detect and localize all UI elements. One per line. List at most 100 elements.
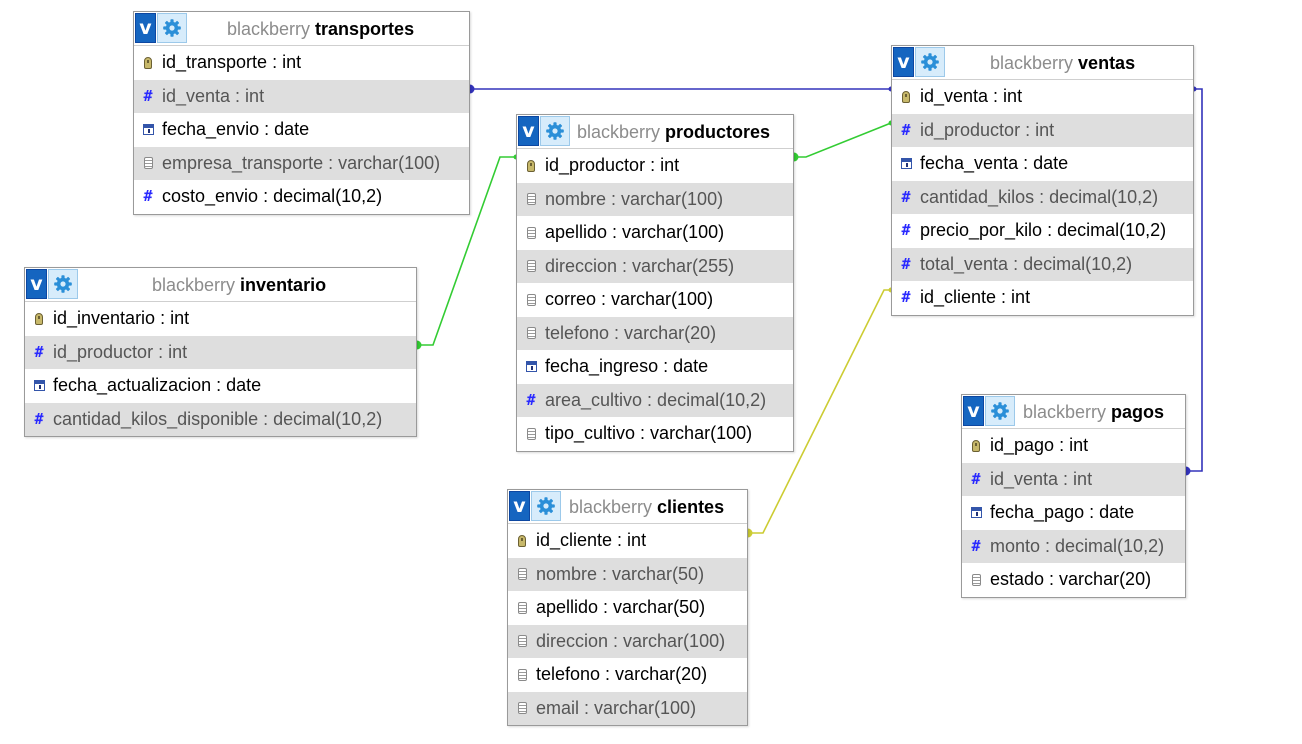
numeric-icon: # (143, 187, 153, 206)
column-label: correo : varchar(100) (545, 289, 714, 310)
table-pagos[interactable]: v blackberry pagos id_pago : int #id_vent… (961, 394, 1186, 598)
table-header[interactable]: v blackberry clientes (508, 490, 747, 524)
column-label: direccion : varchar(100) (536, 630, 726, 651)
column-label: telefono : varchar(20) (545, 322, 717, 343)
column-label: costo_envio : decimal(10,2) (162, 186, 383, 207)
v-icon[interactable]: v (26, 269, 47, 299)
column-row[interactable]: # costo_envio : decimal(10,2) (134, 180, 469, 214)
column-label: monto : decimal(10,2) (990, 535, 1165, 556)
date-icon (32, 378, 46, 394)
gear-icon[interactable] (540, 116, 570, 146)
column-row[interactable]: # total_venta : decimal(10,2) (892, 247, 1193, 281)
column-row[interactable]: id_pago : int (962, 429, 1185, 463)
column-row[interactable]: correo : varchar(100) (517, 283, 793, 317)
column-row[interactable]: telefono : varchar(20) (517, 316, 793, 350)
column-label: id_pago : int (990, 435, 1089, 456)
v-icon[interactable]: v (509, 491, 530, 521)
column-row[interactable]: #cantidad_kilos : decimal(10,2) (892, 180, 1193, 214)
column-row[interactable]: id_inventario : int (25, 302, 416, 336)
column-label: fecha_ingreso : date (545, 356, 709, 377)
column-row[interactable]: id_venta : int (892, 80, 1193, 114)
column-row[interactable]: fecha_pago : date (962, 496, 1185, 530)
text-icon (524, 426, 538, 442)
column-label: id_productor : int (53, 341, 188, 362)
primary-key-icon (524, 158, 538, 174)
v-icon[interactable]: v (893, 47, 914, 77)
column-label: tipo_cultivo : varchar(100) (545, 423, 753, 444)
column-row[interactable]: direccion : varchar(255) (517, 249, 793, 283)
column-row[interactable]: id_transporte : int (134, 46, 469, 80)
gear-icon[interactable] (157, 13, 187, 43)
column-row[interactable]: email : varchar(100) (508, 691, 747, 725)
gear-icon[interactable] (985, 396, 1015, 426)
column-row[interactable]: fecha_ingreso : date (517, 350, 793, 384)
table-db-name: blackberry (569, 496, 653, 517)
table-header[interactable]: v blackberry productores (517, 115, 793, 149)
table-header[interactable]: v blackberry transportes (134, 12, 469, 46)
date-icon (969, 505, 983, 521)
table-inventario[interactable]: v blackberry inventario id_inventario : … (24, 267, 417, 437)
column-row[interactable]: fecha_actualizacion : date (25, 369, 416, 403)
column-row[interactable]: #id_productor : int (25, 335, 416, 369)
table-name: productores (665, 121, 771, 142)
column-row[interactable]: #id_productor : int (892, 113, 1193, 147)
column-row[interactable]: fecha_envio : date (134, 113, 469, 147)
column-row[interactable]: telefono : varchar(20) (508, 658, 747, 692)
numeric-icon: # (526, 390, 536, 409)
column-row[interactable]: #precio_por_kilo : decimal(10,2) (892, 214, 1193, 248)
table-header[interactable]: v blackberry inventario (25, 268, 416, 302)
text-icon (515, 700, 529, 716)
numeric-icon: # (901, 254, 911, 273)
column-row[interactable]: #area_cultivo : decimal(10,2) (517, 383, 793, 417)
column-row[interactable]: tipo_cultivo : varchar(100) (517, 417, 793, 451)
date-icon (899, 156, 913, 172)
column-row[interactable]: #id_venta : int (962, 462, 1185, 496)
column-row[interactable]: apellido : varchar(100) (517, 216, 793, 250)
table-productores[interactable]: v blackberry productores id_productor : … (516, 114, 794, 452)
column-row[interactable]: id_cliente : int (508, 524, 747, 558)
table-title: blackberry inventario (152, 275, 326, 295)
gear-icon[interactable] (915, 47, 945, 77)
column-row[interactable]: fecha_venta : date (892, 147, 1193, 181)
column-label: fecha_venta : date (920, 153, 1069, 174)
gear-icon[interactable] (531, 491, 561, 521)
text-icon (524, 325, 538, 341)
table-header[interactable]: v blackberry pagos (962, 395, 1185, 429)
primary-key-icon (515, 533, 529, 549)
column-row[interactable]: #monto : decimal(10,2) (962, 529, 1185, 563)
table-clientes[interactable]: v blackberry clientes id_cliente : int no… (507, 489, 748, 726)
column-label: nombre : varchar(100) (545, 188, 724, 209)
column-label: empresa_transporte : varchar(100) (162, 152, 441, 173)
column-row[interactable]: nombre : varchar(100) (517, 182, 793, 216)
column-label: total_venta : decimal(10,2) (920, 253, 1133, 274)
table-db-name: blackberry (152, 274, 236, 295)
table-ventas[interactable]: v blackberry ventas id_venta : int#id_pr… (891, 45, 1194, 316)
gear-icon[interactable] (48, 269, 78, 299)
column-row[interactable]: direccion : varchar(100) (508, 624, 747, 658)
column-label: fecha_pago : date (990, 502, 1135, 523)
column-label: telefono : varchar(20) (536, 664, 708, 685)
table-name: transportes (315, 18, 415, 39)
column-row[interactable]: empresa_transporte : varchar(100) (134, 146, 469, 180)
v-icon[interactable]: v (135, 13, 156, 43)
table-name: ventas (1078, 52, 1136, 73)
column-row[interactable]: id_productor : int (517, 149, 793, 183)
column-row[interactable]: estado : varchar(20) (962, 563, 1185, 597)
column-label: id_productor : int (545, 155, 680, 176)
column-label: id_cliente : int (536, 530, 647, 551)
column-row[interactable]: nombre : varchar(50) (508, 557, 747, 591)
v-icon[interactable]: v (963, 396, 984, 426)
column-label: id_inventario : int (53, 308, 190, 329)
column-list: id_venta : int#id_productor : int fecha_v… (892, 80, 1193, 315)
text-icon (524, 225, 538, 241)
column-row[interactable]: #id_venta : int (134, 79, 469, 113)
primary-key-icon (969, 438, 983, 454)
column-row[interactable]: apellido : varchar(50) (508, 591, 747, 625)
column-row[interactable]: #id_cliente : int (892, 281, 1193, 315)
table-transportes[interactable]: v blackberry transportes id_transporte :… (133, 11, 470, 215)
v-icon[interactable]: v (518, 116, 539, 146)
column-list: id_pago : int #id_venta : int fecha_pago :… (962, 429, 1185, 597)
table-header[interactable]: v blackberry ventas (892, 46, 1193, 80)
column-row[interactable]: #cantidad_kilos_disponible : decimal(10,… (25, 402, 416, 436)
numeric-icon: # (971, 469, 981, 488)
